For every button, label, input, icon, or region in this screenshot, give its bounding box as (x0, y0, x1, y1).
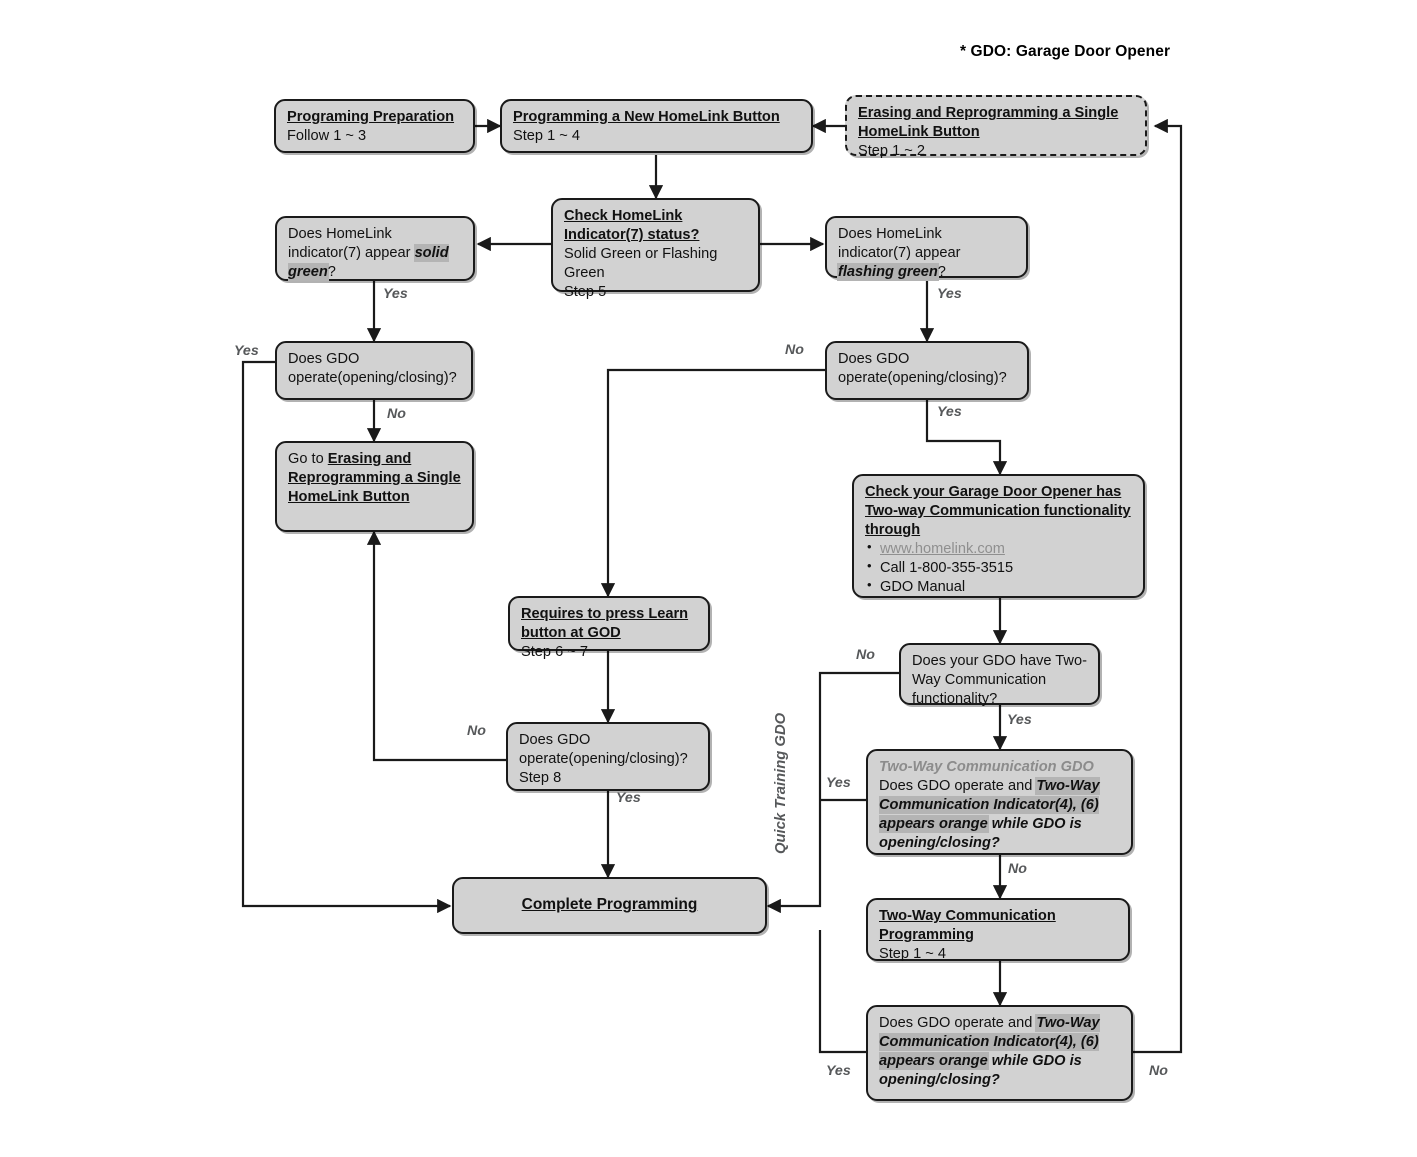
node-title: Check HomeLink Indicator(7) status? (564, 208, 700, 243)
edge-label-gdo-left-yes: Yes (234, 343, 259, 359)
list-item: Call 1-800-355-3515 (865, 558, 1134, 578)
question-text: Does GDO operate(opening/closing)? (519, 732, 688, 767)
two-way-gdo-header: Two-Way Communication GDO (879, 759, 1094, 775)
node-check-homelink-indicator-status[interactable]: Check HomeLink Indicator(7) status? Soli… (551, 198, 760, 300)
node-programing-preparation[interactable]: Programing Preparation Follow 1 ~ 3 (274, 99, 475, 153)
edge-label-solid-green-yes: Yes (383, 286, 408, 302)
node-complete-programming[interactable]: Complete Programming (452, 877, 767, 934)
question-text-pre: Does HomeLink indicator(7) appear (288, 226, 415, 261)
question-text: Does GDO operate(opening/closing)? (288, 351, 457, 386)
node-question-solid-green[interactable]: Does HomeLink indicator(7) appear solid … (275, 216, 475, 281)
node-body: Step 1 ~ 2 (858, 142, 925, 159)
question-text-pre: Does HomeLink indicator(7) appear (838, 226, 961, 261)
node-body: Step 1 ~ 4 (513, 127, 580, 144)
edge-label-two-way-q-yes: Yes (826, 775, 851, 791)
node-body: Solid Green or Flashing Green (564, 245, 718, 281)
node-requires-learn-button[interactable]: Requires to press Learn button at GOD St… (508, 596, 710, 660)
node-question-gdo-operate-left[interactable]: Does GDO operate(opening/closing)? (275, 341, 473, 400)
node-question-gdo-operate-right[interactable]: Does GDO operate(opening/closing)? (825, 341, 1029, 400)
node-body: Follow 1 ~ 3 (287, 127, 367, 144)
question-text-pre: Does GDO operate and (879, 777, 1037, 794)
edge-label-has-two-way-no: No (856, 647, 875, 663)
question-text: Does GDO operate(opening/closing)? (838, 351, 1007, 386)
edge-label-has-two-way-yes: Yes (1007, 712, 1032, 728)
edge-label-step8-yes: Yes (616, 790, 641, 806)
node-two-way-communication-programming[interactable]: Two-Way Communication Programming Step 1… (866, 898, 1130, 962)
homelink-website-link[interactable]: www.homelink.com (880, 540, 1005, 557)
node-title: Complete Programming (521, 896, 698, 914)
question-text-post: while GDO is opening/closing? (879, 1052, 1082, 1088)
question-highlight: flashing green (838, 263, 938, 280)
list-item: GDO Manual (865, 577, 1134, 597)
node-goto-erasing-reprogramming[interactable]: Go to Erasing and Reprogramming a Single… (275, 441, 474, 532)
edge-label-quick-training-gdo: Quick Training GDO (773, 712, 789, 854)
node-body: Step 8 (519, 769, 562, 786)
node-body: Step 6 ~ 7 (521, 643, 588, 660)
question-text-post: ? (937, 263, 946, 280)
goto-prefix: Go to (288, 451, 328, 467)
edge-label-gdo-right-yes: Yes (937, 404, 962, 420)
node-body-secondary: Step 5 (564, 283, 607, 300)
node-check-two-way-functionality[interactable]: Check your Garage Door Opener has Two-wa… (852, 474, 1145, 598)
node-title: Programing Preparation (287, 109, 455, 125)
node-erasing-reprogramming-single-button[interactable]: Erasing and Reprogramming a Single HomeL… (845, 95, 1147, 159)
node-question-flashing-green[interactable]: Does HomeLink indicator(7) appear flashi… (825, 216, 1028, 280)
edge-label-flashing-green-yes: Yes (937, 286, 962, 302)
question-text: Does your GDO have Two-Way Communication… (912, 653, 1087, 707)
question-text-post: while GDO is opening/closing? (879, 815, 1082, 851)
node-title: Two-Way Communication Programming (879, 908, 1056, 943)
edge-label-gdo-right-no: No (785, 342, 804, 358)
edge-label-step8-no: No (467, 723, 486, 739)
question-text-post: ? (327, 263, 336, 280)
node-question-gdo-operate-step8[interactable]: Does GDO operate(opening/closing)? Step … (506, 722, 710, 791)
edge-label-two-way-q-no: No (1008, 861, 1027, 877)
node-question-has-two-way[interactable]: Does your GDO have Two-Way Communication… (899, 643, 1100, 707)
node-programming-new-homelink-button[interactable]: Programming a New HomeLink Button Step 1… (500, 99, 813, 153)
node-title: Erasing and Reprogramming a Single HomeL… (858, 105, 1119, 140)
question-text-pre: Does GDO operate and (879, 1015, 1037, 1031)
list-item[interactable]: www.homelink.com (865, 539, 1134, 559)
node-title: Requires to press Learn button at GOD (521, 606, 689, 641)
legend-note: * GDO: Garage Door Opener (960, 43, 1171, 60)
node-title: Erasing and Reprogramming a Single HomeL… (288, 451, 461, 505)
contact-options-list: www.homelink.com Call 1-800-355-3515 GDO… (865, 539, 1134, 597)
node-question-two-way-verify[interactable]: Does GDO operate and Two-Way Communicati… (866, 1005, 1133, 1101)
edge-label-verify-no: No (1149, 1063, 1168, 1079)
edge-label-gdo-left-no: No (387, 406, 406, 422)
edge-label-verify-yes: Yes (826, 1063, 851, 1079)
node-question-two-way-gdo-operate[interactable]: Two-Way Communication GDO Does GDO opera… (866, 749, 1133, 855)
node-body: Step 1 ~ 4 (879, 945, 946, 962)
node-title: Programming a New HomeLink Button (513, 109, 780, 125)
node-title: Check your Garage Door Opener has Two-wa… (865, 484, 1131, 538)
